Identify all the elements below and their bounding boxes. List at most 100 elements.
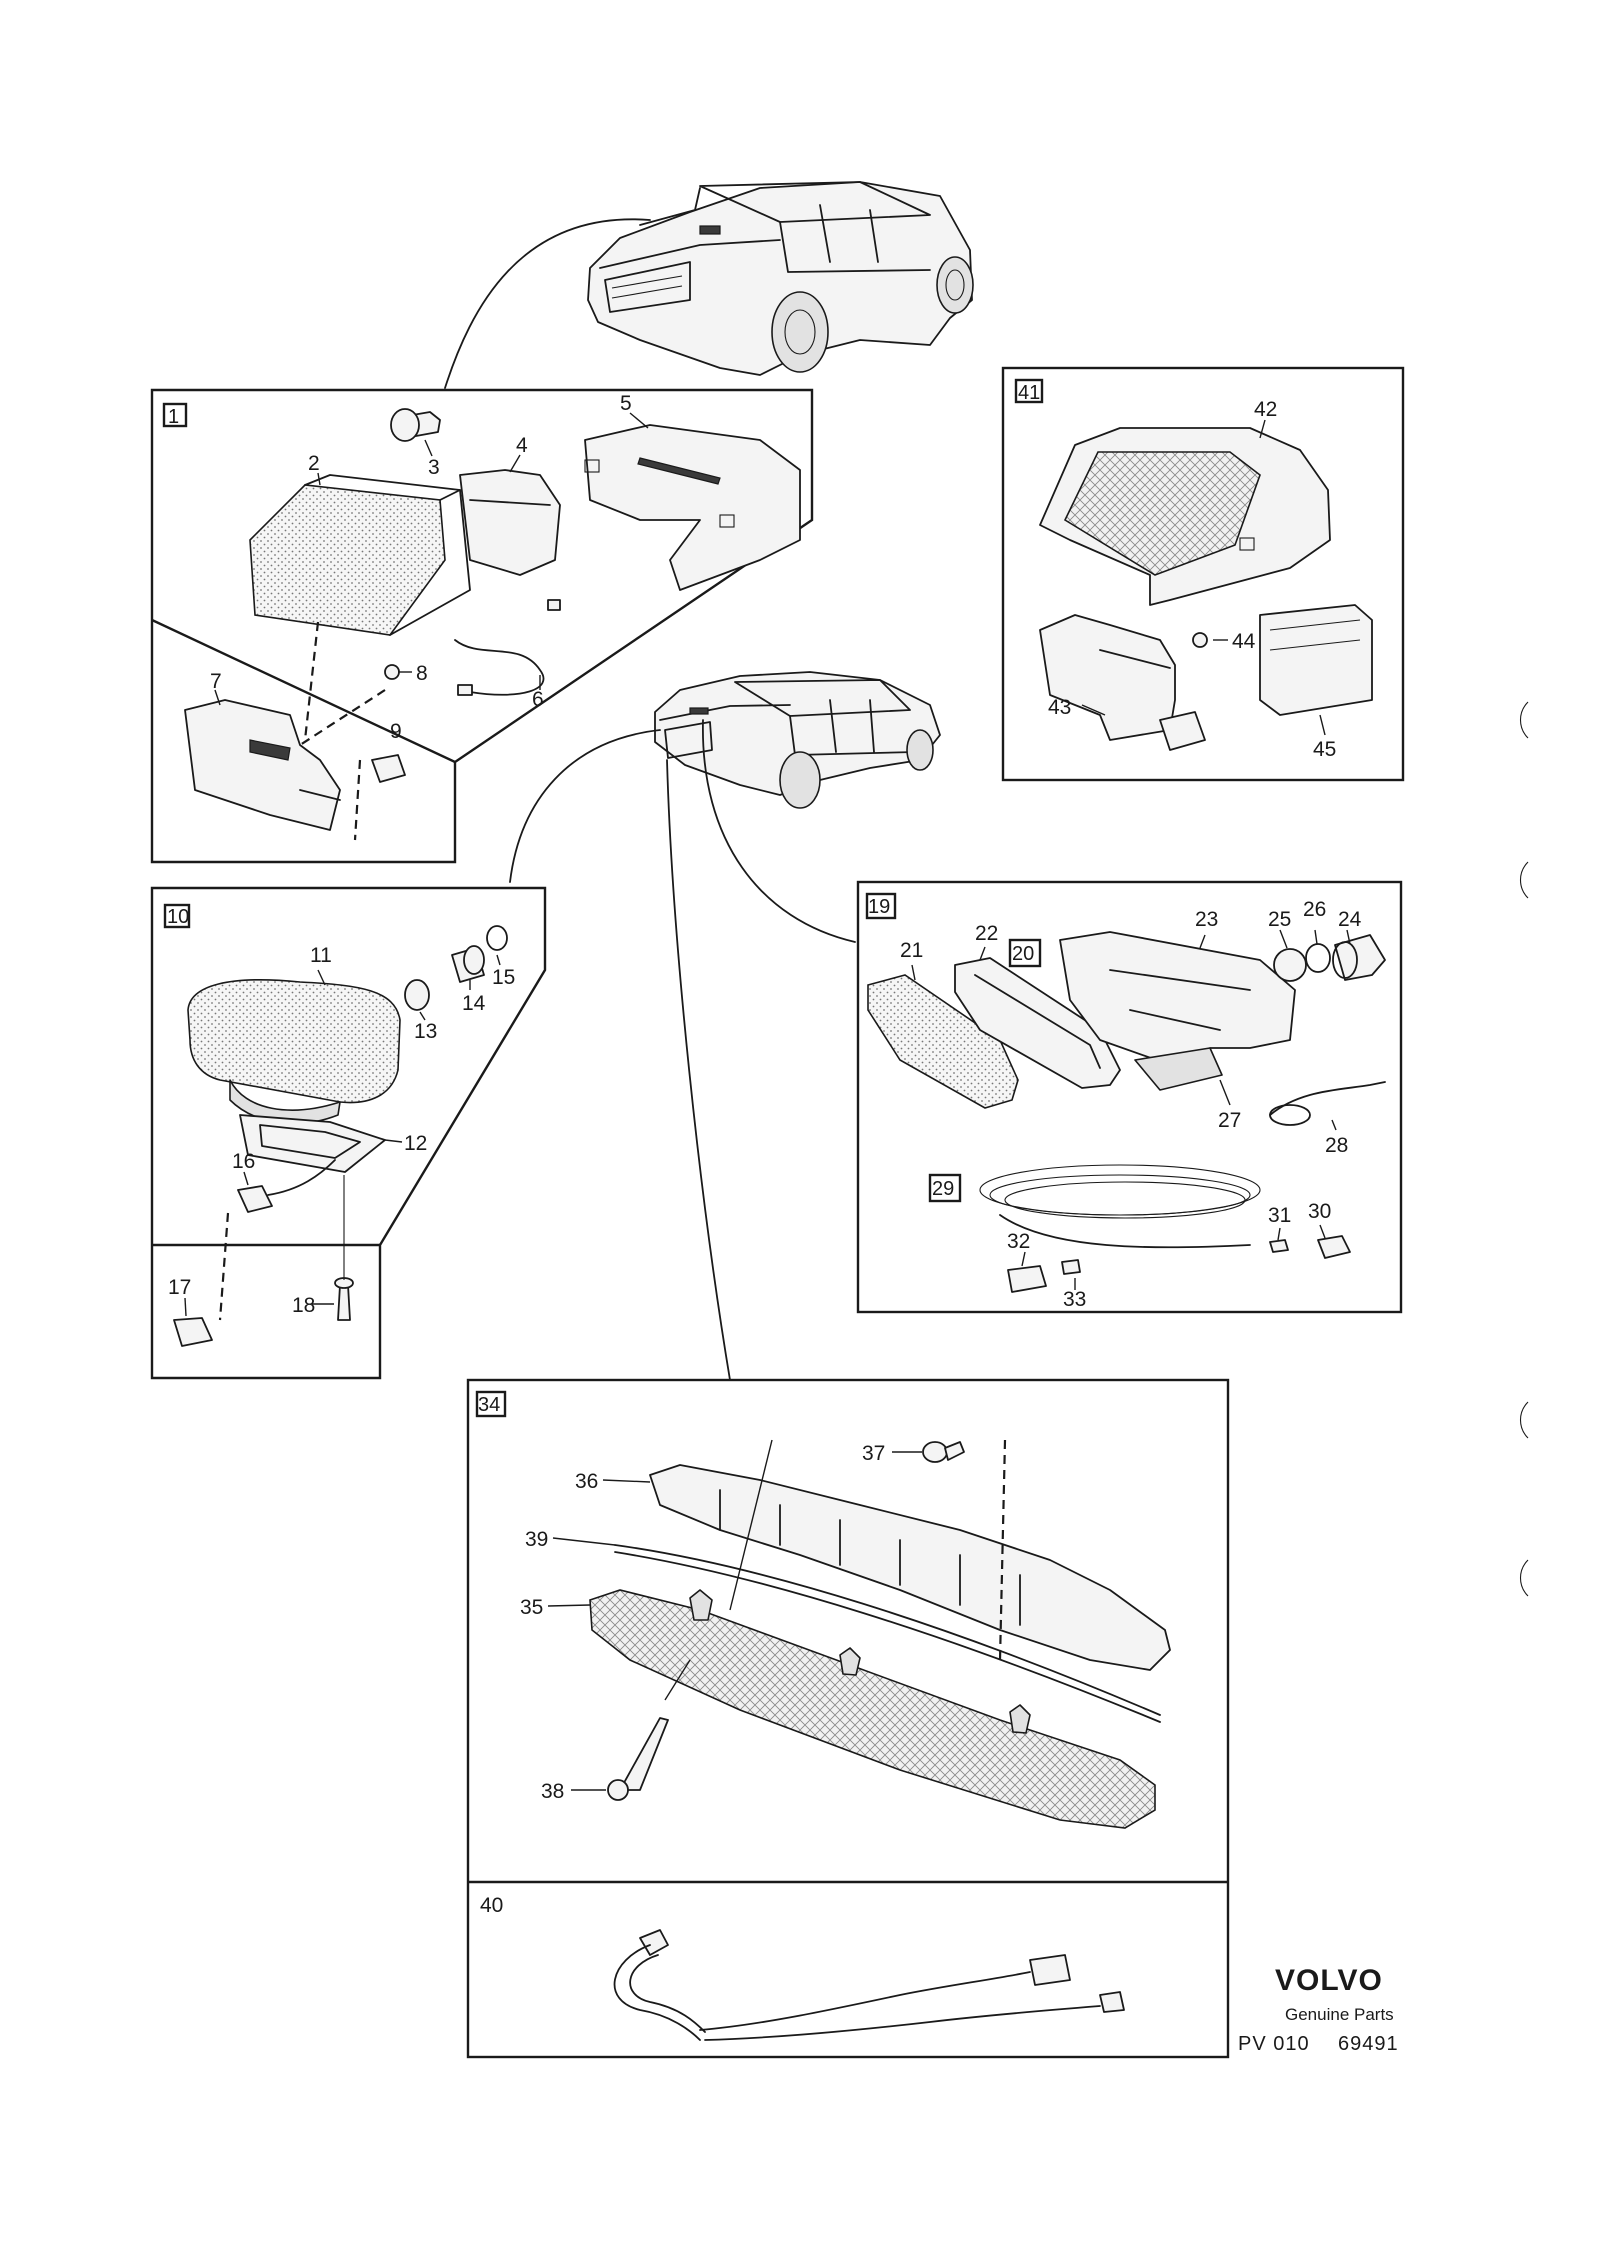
part-label-34: 34 <box>478 1394 500 1416</box>
part-label-37: 37 <box>862 1442 885 1465</box>
panel-1-tag <box>162 402 188 428</box>
part-label-33: 33 <box>1063 1288 1086 1311</box>
part-37-bulb <box>922 1441 948 1463</box>
part-21-lens <box>867 974 1019 1109</box>
part-label-27: 27 <box>1218 1109 1241 1132</box>
part-label-40: 40 <box>480 1894 503 1917</box>
part-label-42: 42 <box>1254 398 1277 421</box>
part-17-connector <box>173 1317 213 1347</box>
part-9-connector <box>371 754 406 783</box>
part-label-38: 38 <box>541 1780 564 1803</box>
part-12-gasket <box>239 1114 386 1173</box>
part-16-connector <box>237 1185 273 1213</box>
part-label-3: 3 <box>428 456 440 479</box>
part-label-4: 4 <box>516 434 528 457</box>
part-8-screw <box>384 664 400 680</box>
part-label-6: 6 <box>532 688 544 711</box>
part-43-bracket <box>1039 614 1176 741</box>
part-label-35: 35 <box>520 1596 543 1619</box>
part-40-wiring-harness <box>613 1929 1125 2041</box>
part-number-prefix: PV 010 <box>1238 2033 1310 2055</box>
part-35-lens <box>589 1589 1156 1829</box>
volvo-footer: VOLVO Genuine Parts PV 010 69491 <box>1238 1964 1399 2055</box>
part-label-15: 15 <box>492 966 515 989</box>
part-25-bulb <box>1273 948 1307 982</box>
part-22-gasket <box>954 957 1121 1089</box>
part-18-pin <box>337 1284 351 1321</box>
part-label-12: 12 <box>404 1132 427 1155</box>
part-label-13: 13 <box>414 1020 437 1043</box>
part-label-43: 43 <box>1048 696 1071 719</box>
part-30-connector <box>1317 1235 1351 1259</box>
part-7-bracket <box>184 699 341 831</box>
part-45-module <box>1259 604 1373 716</box>
part-label-31: 31 <box>1268 1204 1291 1227</box>
part-label-17: 17 <box>168 1276 191 1299</box>
part-2-housing <box>249 484 446 636</box>
part-label-10: 10 <box>167 906 189 928</box>
part-label-20: 20 <box>1012 943 1034 965</box>
part-label-14: 14 <box>462 992 486 1015</box>
part-label-9: 9 <box>390 720 402 743</box>
panel-10-brake-light-assembly: 10 11 12 13 14 <box>150 886 547 1380</box>
part-label-19: 19 <box>868 896 890 918</box>
part-29-harness <box>979 1164 1261 1216</box>
part-38-screw <box>619 1717 669 1791</box>
part-label-24: 24 <box>1338 908 1362 931</box>
panel-34-brake-light-assembly: 34 36 39 35 37 38 <box>466 1378 1230 2059</box>
panel-19-brake-light-assembly: 19 20 29 <box>856 880 1403 1314</box>
part-label-1: 1 <box>168 406 179 428</box>
panel-19-frame <box>856 880 1403 1314</box>
part-label-39: 39 <box>525 1528 548 1551</box>
part-label-11: 11 <box>310 944 332 967</box>
part-label-26: 26 <box>1303 898 1326 921</box>
part-label-7: 7 <box>210 670 222 693</box>
part-label-44: 44 <box>1232 630 1256 653</box>
volvo-logo: VOLVO <box>1275 1964 1383 1997</box>
part-label-28: 28 <box>1325 1134 1348 1157</box>
part-26-ring <box>1305 943 1331 973</box>
part-6-cable <box>454 639 545 696</box>
part-11-housing <box>187 979 401 1104</box>
panel-1-brake-light-assembly: 1 <box>150 388 814 864</box>
part-label-32: 32 <box>1007 1230 1030 1253</box>
part-number: 69491 <box>1338 2033 1399 2055</box>
part-label-8: 8 <box>416 662 428 685</box>
leader-curve-34 <box>666 759 731 1381</box>
part-label-16: 16 <box>232 1150 255 1173</box>
part-label-29: 29 <box>932 1178 954 1200</box>
part-5-cover <box>584 424 801 591</box>
car-illustration-top <box>587 181 974 376</box>
part-24-socket <box>1334 934 1386 981</box>
scan-edge-marks <box>1519 701 1529 1597</box>
part-label-36: 36 <box>575 1470 598 1493</box>
part-23-housing <box>1059 931 1296 1071</box>
part-13-bulb <box>404 979 430 1011</box>
part-39-gasket-strip <box>614 1544 1161 1716</box>
part-label-18: 18 <box>292 1294 315 1317</box>
part-44-screw <box>1192 632 1208 648</box>
leader-curve-19 <box>702 719 856 943</box>
panel-41-frame <box>1001 366 1405 782</box>
part-32-connector <box>1007 1265 1047 1293</box>
part-label-23: 23 <box>1195 908 1218 931</box>
leader-curve-10 <box>509 729 661 883</box>
part-15-ring <box>486 925 508 951</box>
part-33-terminal <box>1061 1259 1081 1275</box>
part-31-terminal <box>1269 1239 1289 1253</box>
part-label-25: 25 <box>1268 908 1291 931</box>
panel-41-brake-light-assembly: 41 42 43 44 45 <box>1001 366 1405 782</box>
part-label-21: 21 <box>900 939 923 962</box>
part-label-45: 45 <box>1313 738 1336 761</box>
part-label-5: 5 <box>620 392 632 415</box>
part-label-2: 2 <box>308 452 320 475</box>
panel-34-frame <box>466 1378 1230 2059</box>
part-label-41: 41 <box>1018 382 1040 404</box>
part-label-22: 22 <box>975 922 998 945</box>
genuine-parts-label: Genuine Parts <box>1285 2005 1394 2024</box>
car-illustration-middle <box>654 671 941 809</box>
part-label-30: 30 <box>1308 1200 1331 1223</box>
part-28-cable-tie <box>1269 1081 1386 1116</box>
leader-curve-1 <box>444 218 651 389</box>
